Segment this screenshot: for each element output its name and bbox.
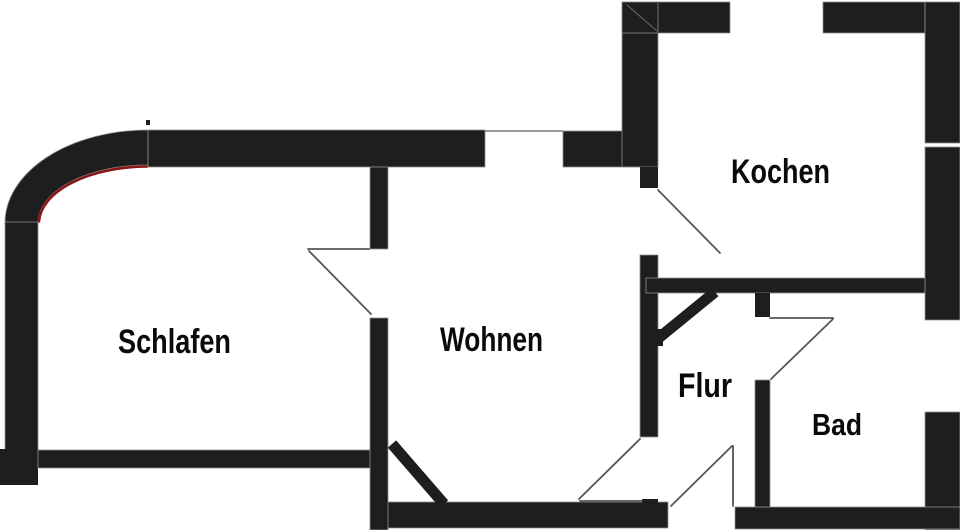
wohnen-flur-door-swing [578, 438, 641, 500]
kochen-top-wall-right [822, 1, 928, 34]
curved-corner-wall [4, 129, 149, 224]
room-label-schlafen: Schlafen [118, 323, 231, 361]
kochen-door-swing [657, 189, 721, 254]
flur-door-leaf [651, 287, 719, 346]
interior-walls [146, 120, 926, 530]
kochen-door-stub [640, 167, 658, 188]
schlafen-wohnen-wall-bottom [369, 317, 389, 530]
bad-door-stub-top [755, 293, 770, 317]
room-labels: Schlafen Wohnen Kochen Flur Bad [118, 153, 862, 442]
schlafen-wohnen-wall-top [369, 166, 389, 250]
room-label-wohnen: Wohnen [440, 321, 543, 359]
left-corner-block [0, 449, 38, 485]
wohnen-bottom-wall [384, 501, 669, 529]
entrance-door-swing [670, 445, 733, 507]
schlafen-bottom-wall [37, 449, 373, 469]
flur-bad-wall [754, 379, 771, 508]
curved-wall-red-accent [37, 165, 149, 223]
corner-joint-diagonal-left [626, 4, 658, 32]
right-exterior-wall-top [924, 1, 960, 144]
schlafen-door-swing [308, 250, 372, 315]
room-label-bad: Bad [812, 407, 862, 442]
flur-top-wall [645, 277, 926, 294]
left-exterior-wall [4, 221, 39, 452]
small-dot-artifact [146, 120, 150, 125]
wohnen-door-leaf [387, 440, 449, 508]
bad-door-swing [770, 318, 834, 380]
right-exterior-wall-mid [924, 146, 960, 321]
room-label-kochen: Kochen [731, 153, 830, 191]
bottom-wall-notch [642, 499, 658, 507]
room-label-flur: Flur [678, 367, 732, 405]
kochen-top-wall-left [621, 1, 731, 34]
bad-bottom-wall [734, 506, 960, 530]
top-exterior-wall [147, 129, 486, 168]
